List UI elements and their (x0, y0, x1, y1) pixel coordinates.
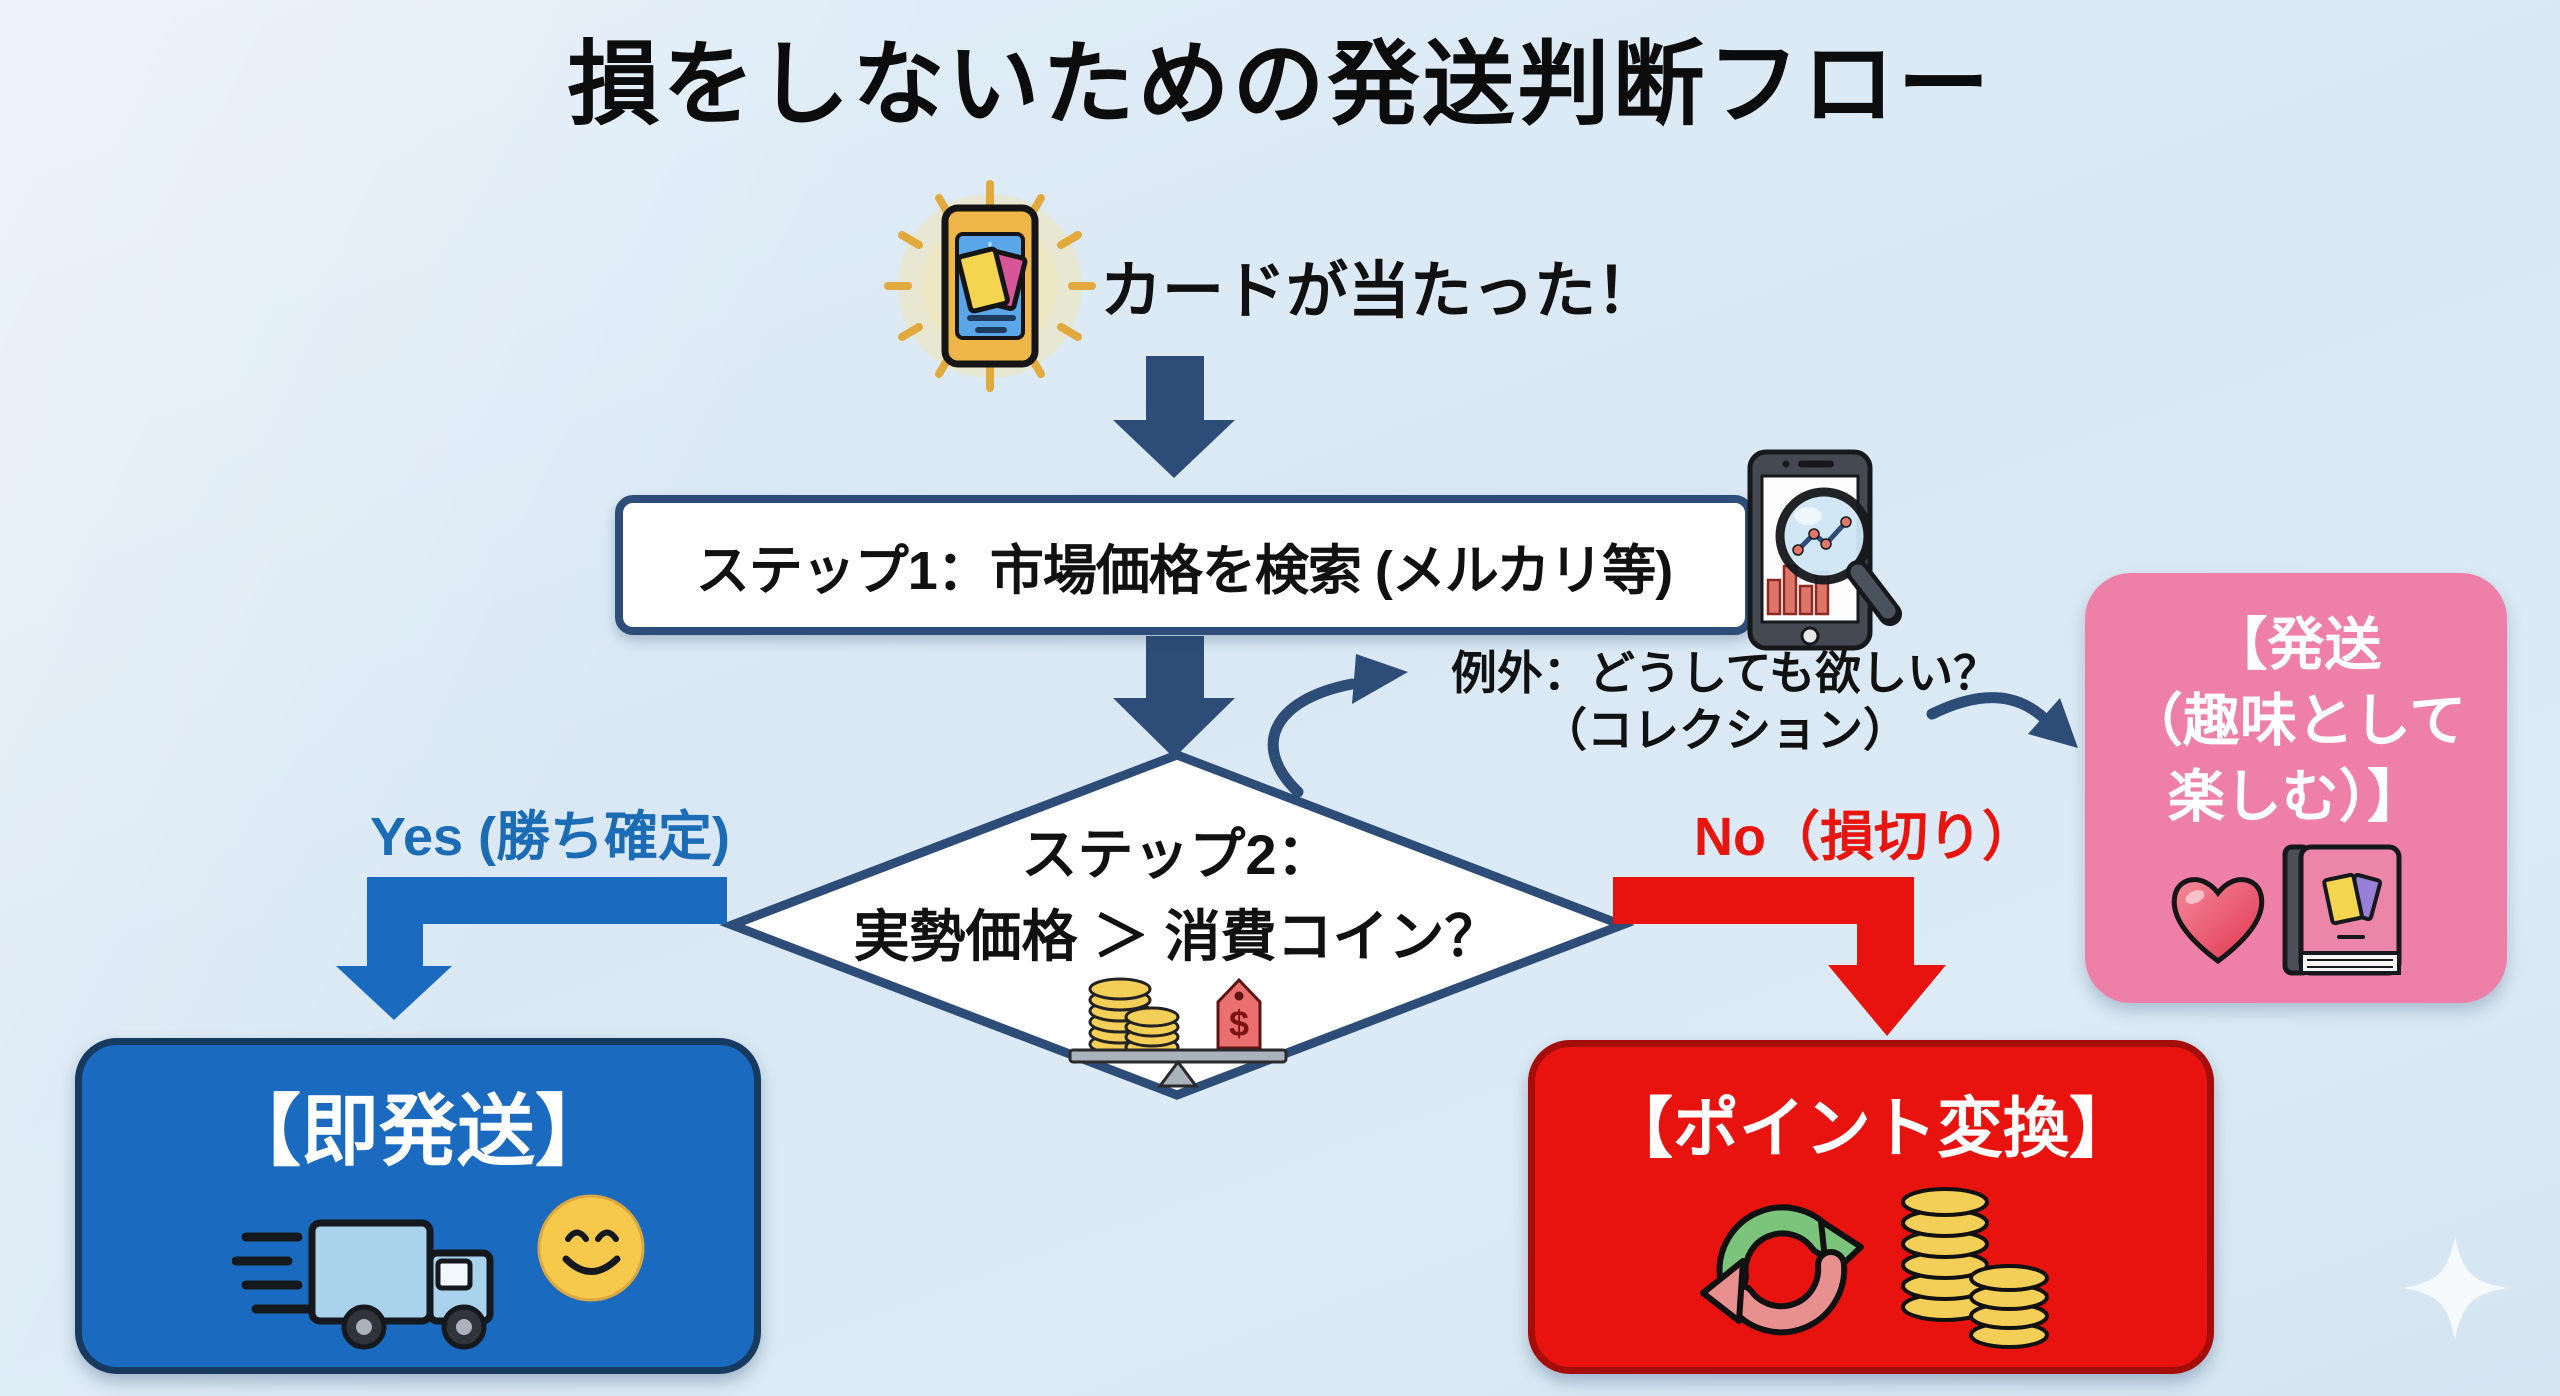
exception-line1: 例外：どうしても欲しい？ (1450, 647, 2000, 699)
step1-node: ステップ1：市場価格を検索 (メルカリ等) (615, 495, 1753, 635)
exception-note: 例外：どうしても欲しい？ （コレクション） (1400, 645, 2050, 759)
step1-label: ステップ1：市場価格を検索 (メルカリ等) (695, 540, 1673, 601)
yes-arrow-icon (336, 877, 727, 1020)
down-arrow-2-icon (1113, 636, 1235, 758)
svg-text:$: $ (1229, 1003, 1249, 1044)
hobby-label-line2: （趣味として (2125, 689, 2467, 753)
coin-stacks-icon (1901, 1187, 2049, 1349)
exception-curve-left-icon (1267, 654, 1408, 798)
ship-now-label: 【即発送】 (222, 1087, 613, 1175)
exception-line2: （コレクション） (1541, 704, 1909, 756)
phone-market-search-icon (1747, 449, 1902, 651)
hobby-label-line3: 楽しむ）】 (2167, 765, 2425, 829)
delivery-truck-icon (232, 1219, 494, 1350)
coin-stack-back (1901, 1187, 1989, 1322)
convert-arrows-icon (1700, 1204, 1864, 1336)
decision-diamond (719, 750, 1635, 1100)
start-label: カードが当たった！ (1100, 257, 1659, 326)
no-arrow-icon (1613, 877, 1946, 1036)
point-convert-label: 【ポイント変換】 (1607, 1091, 2135, 1165)
price-tag: $ (1216, 977, 1262, 1050)
balance-scale-icon: $ (1068, 977, 1288, 1088)
step2-line1: ステップ2： (1021, 823, 1333, 886)
down-arrow-1-icon (1113, 356, 1235, 478)
speed-lines (232, 1232, 313, 1314)
step2-line2: 実勢価格 ＞ 消費コイン？ (853, 905, 1501, 968)
ship-now-node: 【即発送】 (75, 1038, 761, 1374)
sparkle-icon (2403, 1236, 2507, 1340)
prize-card-icon (884, 180, 1096, 392)
card-binder-icon (2282, 844, 2402, 976)
smiley-face-icon (537, 1194, 645, 1302)
yes-branch-label: Yes (勝ち確定) (369, 807, 731, 867)
coin-stack-front (1969, 1264, 2049, 1349)
exception-curve-right-icon (1926, 692, 2078, 748)
hobby-ship-node: 【発送 （趣味として 楽しむ）】 (2085, 573, 2507, 1003)
hobby-label-line1: 【発送 (2210, 613, 2382, 677)
point-convert-node: 【ポイント変換】 (1528, 1040, 2214, 1374)
no-branch-label: No（損切り） (1694, 807, 2036, 867)
heart-icon (2171, 877, 2265, 965)
page-title: 損をしないための発送判断フロー (567, 34, 1993, 136)
